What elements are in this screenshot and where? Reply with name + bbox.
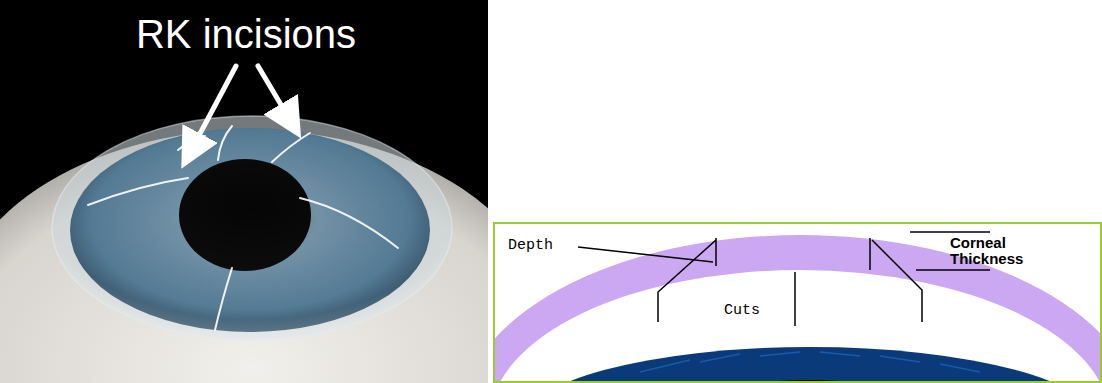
dimension-label: Depth [508,237,553,254]
dimension-label: Corneal Thickness [950,235,1042,267]
part-label: Cuts [724,302,760,319]
callout-label: RK incisions [136,12,356,56]
